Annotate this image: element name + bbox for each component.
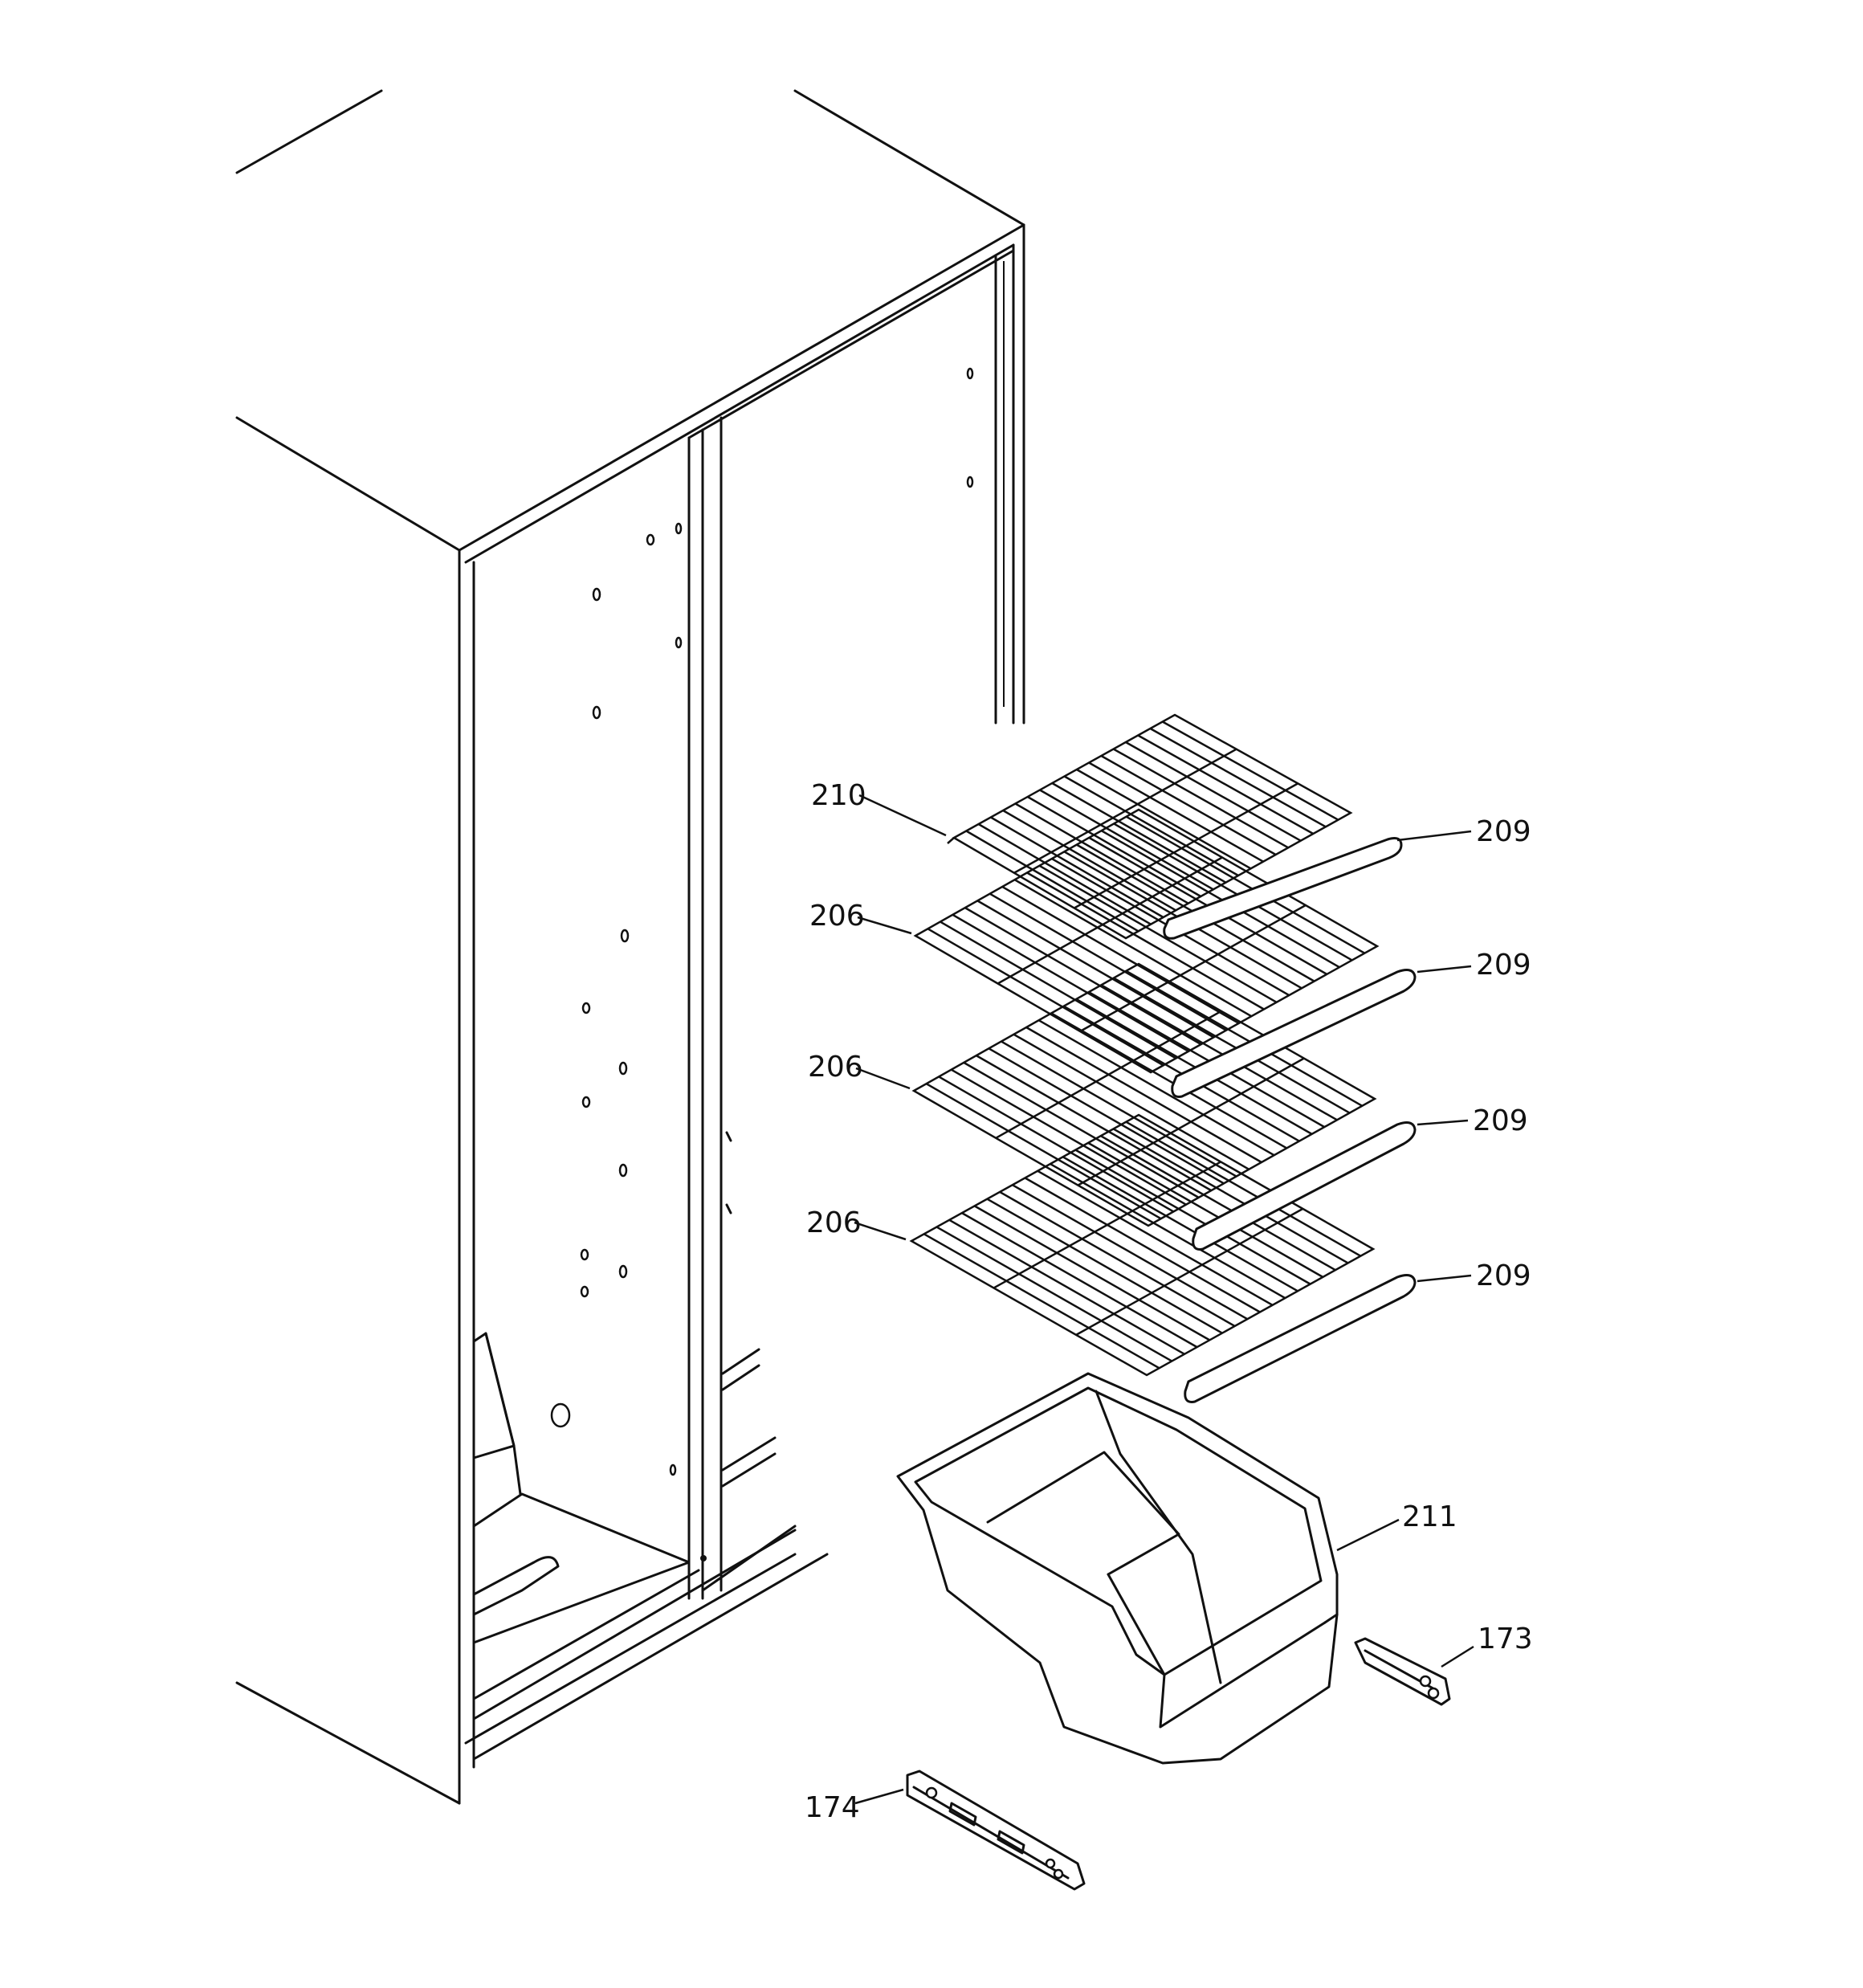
shelf-wire (999, 1190, 1236, 1328)
shelf-cross-rail (1079, 904, 1307, 1033)
callout-206-b: 206 (808, 1051, 863, 1084)
shelf-wire (1101, 830, 1340, 969)
shelf-wire (976, 1055, 1212, 1192)
shelf-wire (1025, 1026, 1262, 1164)
shelf-wire (1125, 1121, 1361, 1257)
shelf-wire (1037, 1019, 1275, 1157)
callout-leaders (854, 794, 1474, 1805)
shelf-wire (923, 1233, 1160, 1370)
shelf-wire (1149, 727, 1327, 828)
shelf-cross-rail (993, 1161, 1221, 1289)
shelf-wire (1088, 991, 1325, 1129)
shelf-wire (988, 1047, 1225, 1185)
callout-206-c: 206 (806, 1206, 862, 1239)
shelf-trim-209-c (1192, 1121, 1417, 1251)
shelf-wire (938, 1076, 1174, 1213)
shelf-wire (1001, 885, 1240, 1025)
shelf-wire (973, 1205, 1210, 1341)
shelf-wire (1100, 984, 1338, 1121)
shelf-wire (952, 913, 1189, 1052)
callout-209-a: 209 (1476, 815, 1531, 848)
shelf-wire (1125, 815, 1365, 954)
shelf-wire (1075, 998, 1313, 1135)
shelf-wire (1100, 754, 1277, 856)
shelf-wire (1113, 977, 1351, 1114)
shelf-wire (965, 830, 1139, 933)
callout-209-c: 209 (1473, 1104, 1528, 1137)
shelf-wire (1038, 864, 1278, 1003)
shelf-206-c (909, 1113, 1376, 1377)
shelf-wire (927, 928, 1164, 1067)
callout-210: 210 (811, 779, 866, 812)
shelf-cross-rail (1074, 782, 1298, 909)
shelf-wire (1063, 775, 1239, 877)
shelf-wire (986, 1198, 1223, 1334)
shelf-wire (976, 900, 1214, 1039)
shelf-trim-209-d (1184, 1274, 1417, 1403)
callout-209-b: 209 (1476, 949, 1531, 982)
shelf-wire (1024, 1177, 1261, 1313)
shelf-wire (1076, 768, 1252, 870)
shelf-wire (1162, 720, 1339, 821)
shelf-wire (1113, 823, 1353, 961)
shelf-cross-rail (997, 856, 1223, 985)
slide-rail-174 (906, 1770, 1086, 1891)
shelf-cross-rail (1075, 1207, 1304, 1336)
shelf-trim-209-b (1171, 969, 1417, 1098)
shelf-206-b (911, 962, 1377, 1227)
shelf-wire (1026, 872, 1265, 1010)
shelf-wire (977, 823, 1152, 925)
shelf-wire (1087, 1141, 1323, 1278)
shelf-wire (1013, 879, 1252, 1018)
shelf-wire (989, 892, 1227, 1031)
shelf-wire (1002, 809, 1176, 912)
shelf-wire (1100, 1135, 1336, 1272)
shelf-wire (1062, 1156, 1298, 1292)
shelf-trim-209-a (1163, 837, 1403, 940)
shelf-wire (1013, 1033, 1249, 1170)
shelf-wire (1125, 741, 1302, 842)
shelf-210 (947, 713, 1353, 940)
shelf-206-a (913, 808, 1380, 1074)
shelf-wire (925, 1083, 1162, 1220)
callout-209-d: 209 (1476, 1259, 1531, 1292)
shelf-wire (1037, 1170, 1274, 1306)
shelf-wire (1027, 795, 1201, 898)
shelf-wire (951, 1068, 1187, 1206)
callout-211: 211 (1402, 1500, 1457, 1533)
shelf-wire (961, 1212, 1198, 1349)
shelf-cross-rail (1077, 1057, 1305, 1186)
shelf-wire (1014, 802, 1189, 904)
shelf-wire (1039, 789, 1214, 891)
shelf-wire (1112, 1128, 1349, 1264)
callout-206-a: 206 (809, 900, 865, 933)
shelf-wire (1001, 1040, 1237, 1178)
shelf-wire (1137, 734, 1314, 835)
shelf-wire (1050, 1162, 1286, 1300)
callout-labels: 210 206 206 206 209 209 209 209 211 173 … (805, 779, 1533, 1824)
shelf-wire (1074, 1149, 1311, 1285)
shelf-wire (936, 1226, 1172, 1362)
shelf-wire (990, 816, 1164, 919)
callout-174: 174 (805, 1791, 860, 1824)
refrigerator-cabinet (235, 89, 1025, 1805)
shelf-wire (963, 1061, 1200, 1198)
shelf-wire (1050, 1012, 1287, 1149)
slide-rail-173 (1354, 1637, 1451, 1706)
shelf-cross-rail (1013, 748, 1237, 874)
shelf-wire (1125, 970, 1363, 1107)
freezer-pan-211 (896, 1372, 1339, 1765)
callout-173: 173 (1478, 1623, 1533, 1655)
shelf-wire (940, 921, 1176, 1059)
shelf-wire (1112, 748, 1289, 849)
shelf-wire (1088, 761, 1264, 863)
shelf-wire (964, 907, 1202, 1046)
shelf-wire (1012, 1184, 1248, 1321)
shelf-wire (948, 1219, 1185, 1355)
shelf-cross-rail (995, 1010, 1222, 1139)
shelf-wire (1051, 782, 1227, 884)
